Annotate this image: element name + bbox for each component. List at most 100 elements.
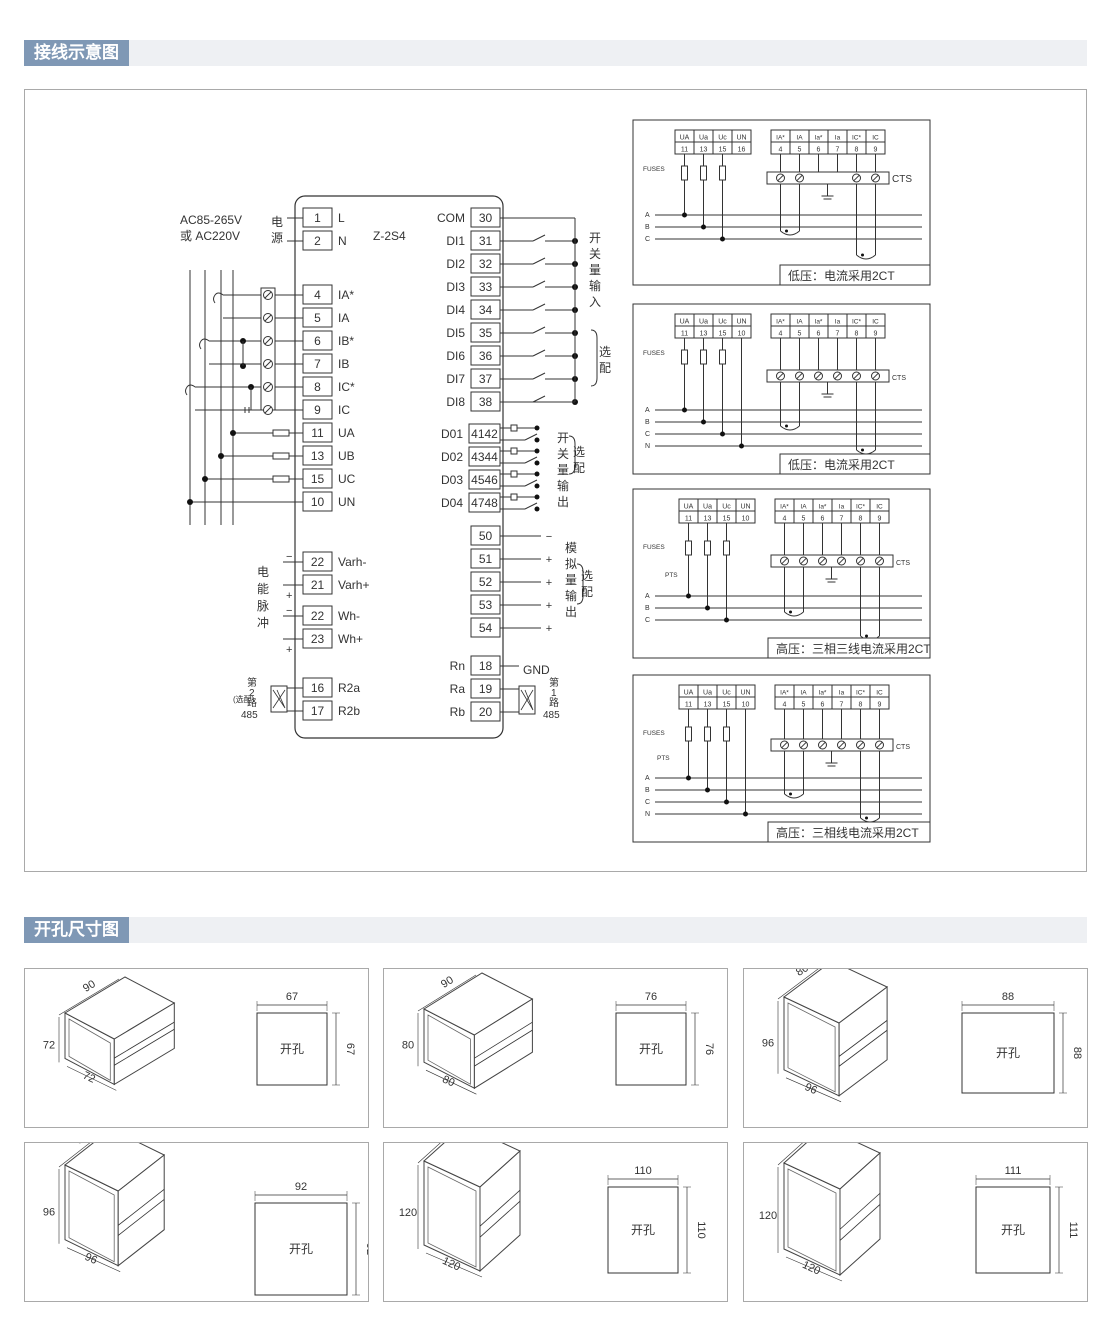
- side-face: [117, 1153, 165, 1267]
- terminal-number: 11: [311, 426, 324, 440]
- terminal-box: [468, 423, 501, 444]
- terminal-number: 33: [479, 280, 493, 294]
- volt-terminal-number: 13: [704, 702, 712, 709]
- do-label: 输: [557, 478, 569, 493]
- wire: [66, 1066, 117, 1091]
- side-face: [473, 998, 533, 1090]
- ao-label: 量: [565, 573, 577, 587]
- wire: [524, 456, 538, 464]
- depth-dimension: 80: [74, 1143, 91, 1147]
- cur-terminal-name: IA: [796, 135, 803, 142]
- terminal-label: IA: [338, 311, 349, 325]
- wire: [479, 1200, 521, 1238]
- wire: [114, 1021, 175, 1059]
- cur-terminal-number: 9: [878, 516, 882, 523]
- junction-dot: [534, 425, 540, 431]
- junction-dot: [534, 471, 540, 477]
- phase-label: A: [645, 593, 650, 600]
- wire: [839, 1204, 881, 1241]
- caption-box: [767, 821, 931, 843]
- volt-terminal-number: 11: [681, 147, 688, 154]
- cutout-rect: [961, 1012, 1055, 1094]
- cur-terminal-number: 7: [836, 147, 840, 154]
- phase-label: C: [645, 236, 650, 243]
- junction-dot: [686, 593, 691, 599]
- cur-terminal-name: Ia: [835, 319, 841, 326]
- ct-strip: [770, 554, 894, 568]
- depth-dimension: 90: [81, 978, 98, 995]
- phase-label: C: [645, 799, 650, 806]
- table-cell: [735, 510, 756, 524]
- volt-terminal-number: 13: [700, 147, 708, 154]
- wire: [417, 1143, 441, 1164]
- cur-terminal-number: 6: [821, 516, 825, 523]
- volt-terminal-name: Ua: [703, 504, 712, 511]
- height-dimension: 120: [759, 1210, 777, 1222]
- fuses-label: FUSES: [643, 730, 665, 737]
- wire: [532, 280, 546, 288]
- rs485-twist: [272, 689, 286, 709]
- depth-dimension: 90: [439, 974, 456, 991]
- side-face: [479, 1149, 521, 1273]
- volt-terminal-name: Uc: [722, 690, 731, 697]
- junction-dot: [534, 506, 540, 512]
- fuse-icon: [719, 349, 726, 365]
- cts-label: CTS: [892, 174, 912, 185]
- terminal-label: IA*: [338, 288, 354, 302]
- height-dimension: 80: [402, 1040, 414, 1052]
- cutout-rect: [607, 1186, 679, 1274]
- cur-terminal-number: 6: [817, 147, 821, 154]
- rs485-1-name: 485: [543, 710, 560, 721]
- terminal-label: COM: [437, 211, 465, 225]
- di-label: 开: [589, 231, 601, 245]
- meter-body: [294, 195, 504, 739]
- pulse-label: 脉: [257, 598, 269, 613]
- wire: [532, 234, 546, 242]
- cur-terminal-name: IA*: [780, 504, 789, 511]
- wire: [815, 372, 822, 380]
- wire: [777, 372, 784, 380]
- terminal-label: D02: [441, 450, 463, 464]
- cur-terminal-number: 8: [859, 702, 863, 709]
- ct-strip: [766, 369, 890, 383]
- wire: [58, 978, 120, 1016]
- junction-dot: [534, 483, 540, 489]
- cur-terminal-name: IA*: [776, 319, 785, 326]
- wire: [524, 479, 538, 487]
- terminal-label: DI1: [446, 234, 465, 248]
- cur-terminal-number: 8: [859, 516, 863, 523]
- rs485-twist: [520, 689, 534, 711]
- front-bezel: [68, 1170, 115, 1263]
- rs485-2-label: 第: [247, 676, 257, 689]
- ao-optional-label: 配: [581, 585, 593, 599]
- bracket: [568, 435, 576, 475]
- terminal-label: N: [338, 234, 347, 248]
- terminal-label: UN: [338, 495, 355, 509]
- wire: [796, 174, 803, 182]
- cutout-box-6: 80120120111111开孔: [743, 1142, 1088, 1302]
- front-bezel: [427, 1014, 471, 1085]
- cur-terminal-name: IC: [872, 319, 879, 326]
- junction-dot: [720, 236, 725, 242]
- cur-terminal-name: IC*: [852, 319, 862, 326]
- volt-terminal-name: UN: [736, 319, 746, 326]
- wire: [532, 303, 546, 311]
- terminal-number: 31: [479, 234, 493, 248]
- terminal-label: UB: [338, 449, 355, 463]
- front-bezel: [427, 1166, 477, 1268]
- junction-dot: [861, 253, 864, 257]
- front-bezel: [787, 1168, 837, 1272]
- cur-terminal-name: IC*: [856, 690, 866, 697]
- supply-voltage-alt: 或 AC220V: [180, 229, 240, 243]
- fuse-icon: [700, 165, 707, 181]
- cur-terminal-number: 9: [874, 331, 878, 338]
- cur-terminal-number: 9: [874, 147, 878, 154]
- terminal-label: UA: [338, 426, 355, 440]
- volt-terminal-name: Ua: [703, 690, 712, 697]
